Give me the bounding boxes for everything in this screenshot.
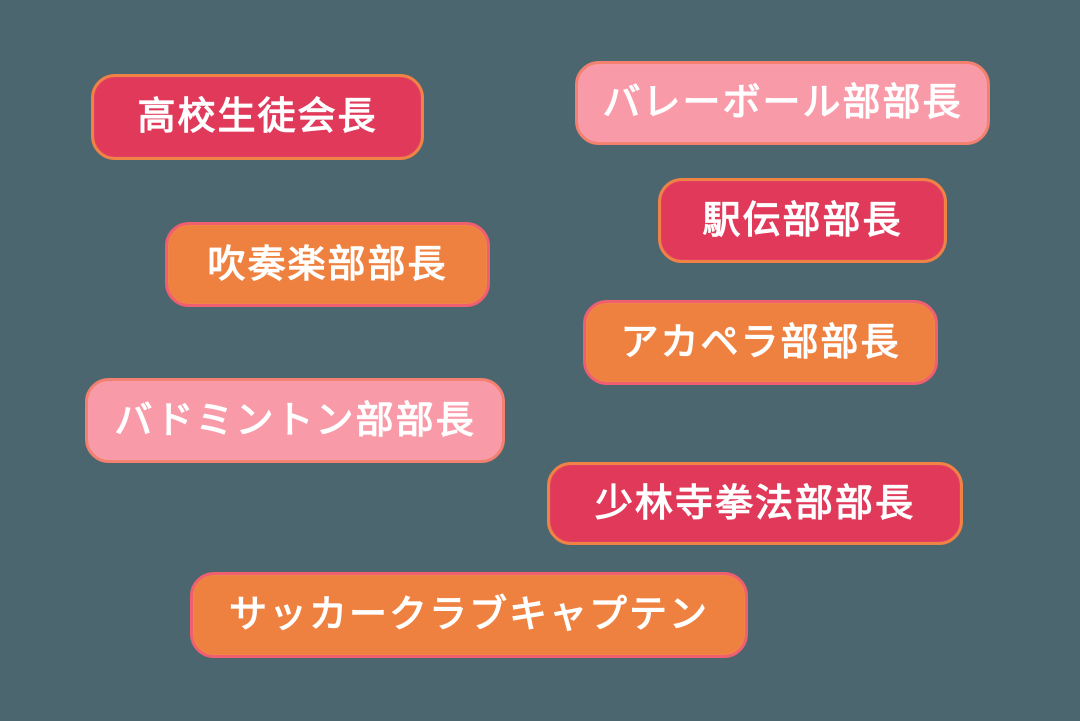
chip-brass-band-club-captain[interactable]: 吹奏楽部部長 [165, 222, 490, 307]
chip-badminton-club-captain[interactable]: バドミントン部部長 [85, 378, 505, 463]
chip-ekiden-club-captain[interactable]: 駅伝部部長 [658, 178, 947, 263]
chip-shorinji-kempo-club-captain[interactable]: 少林寺拳法部部長 [547, 462, 963, 545]
chip-student-council-president[interactable]: 高校生徒会長 [91, 74, 424, 160]
chip-soccer-club-captain[interactable]: サッカークラブキャプテン [190, 572, 748, 658]
chip-a-cappella-club-captain[interactable]: アカペラ部部長 [583, 300, 938, 385]
chip-volleyball-club-captain[interactable]: バレーボール部部長 [575, 61, 990, 145]
